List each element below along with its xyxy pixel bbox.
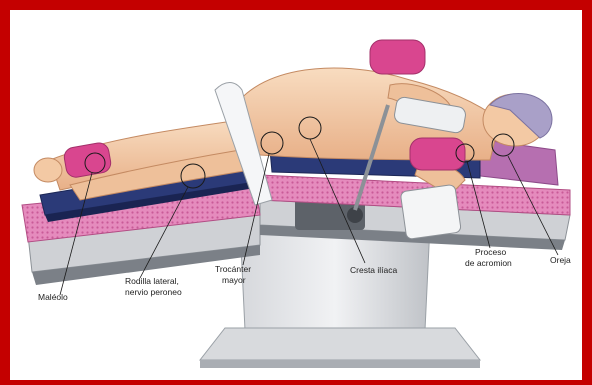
label-trochanter-line1: Trocánter xyxy=(215,264,251,274)
label-ear: Oreja xyxy=(550,255,571,265)
label-iliac-crest: Cresta ilíaca xyxy=(350,265,398,275)
label-acromion-line2: de acromion xyxy=(465,258,512,268)
label-trochanter-line2: mayor xyxy=(222,275,246,285)
label-acromion-line1: Proceso xyxy=(475,247,506,257)
label-knee-line2: nervio peroneo xyxy=(125,287,182,297)
illustration-canvas: Maléolo Rodilla lateral, nervio peroneo … xyxy=(10,10,582,380)
label-knee-line1: Rodilla lateral, xyxy=(125,276,179,286)
label-malleolus: Maléolo xyxy=(38,292,68,302)
surgical-positioning-illustration: Maléolo Rodilla lateral, nervio peroneo … xyxy=(10,10,582,380)
